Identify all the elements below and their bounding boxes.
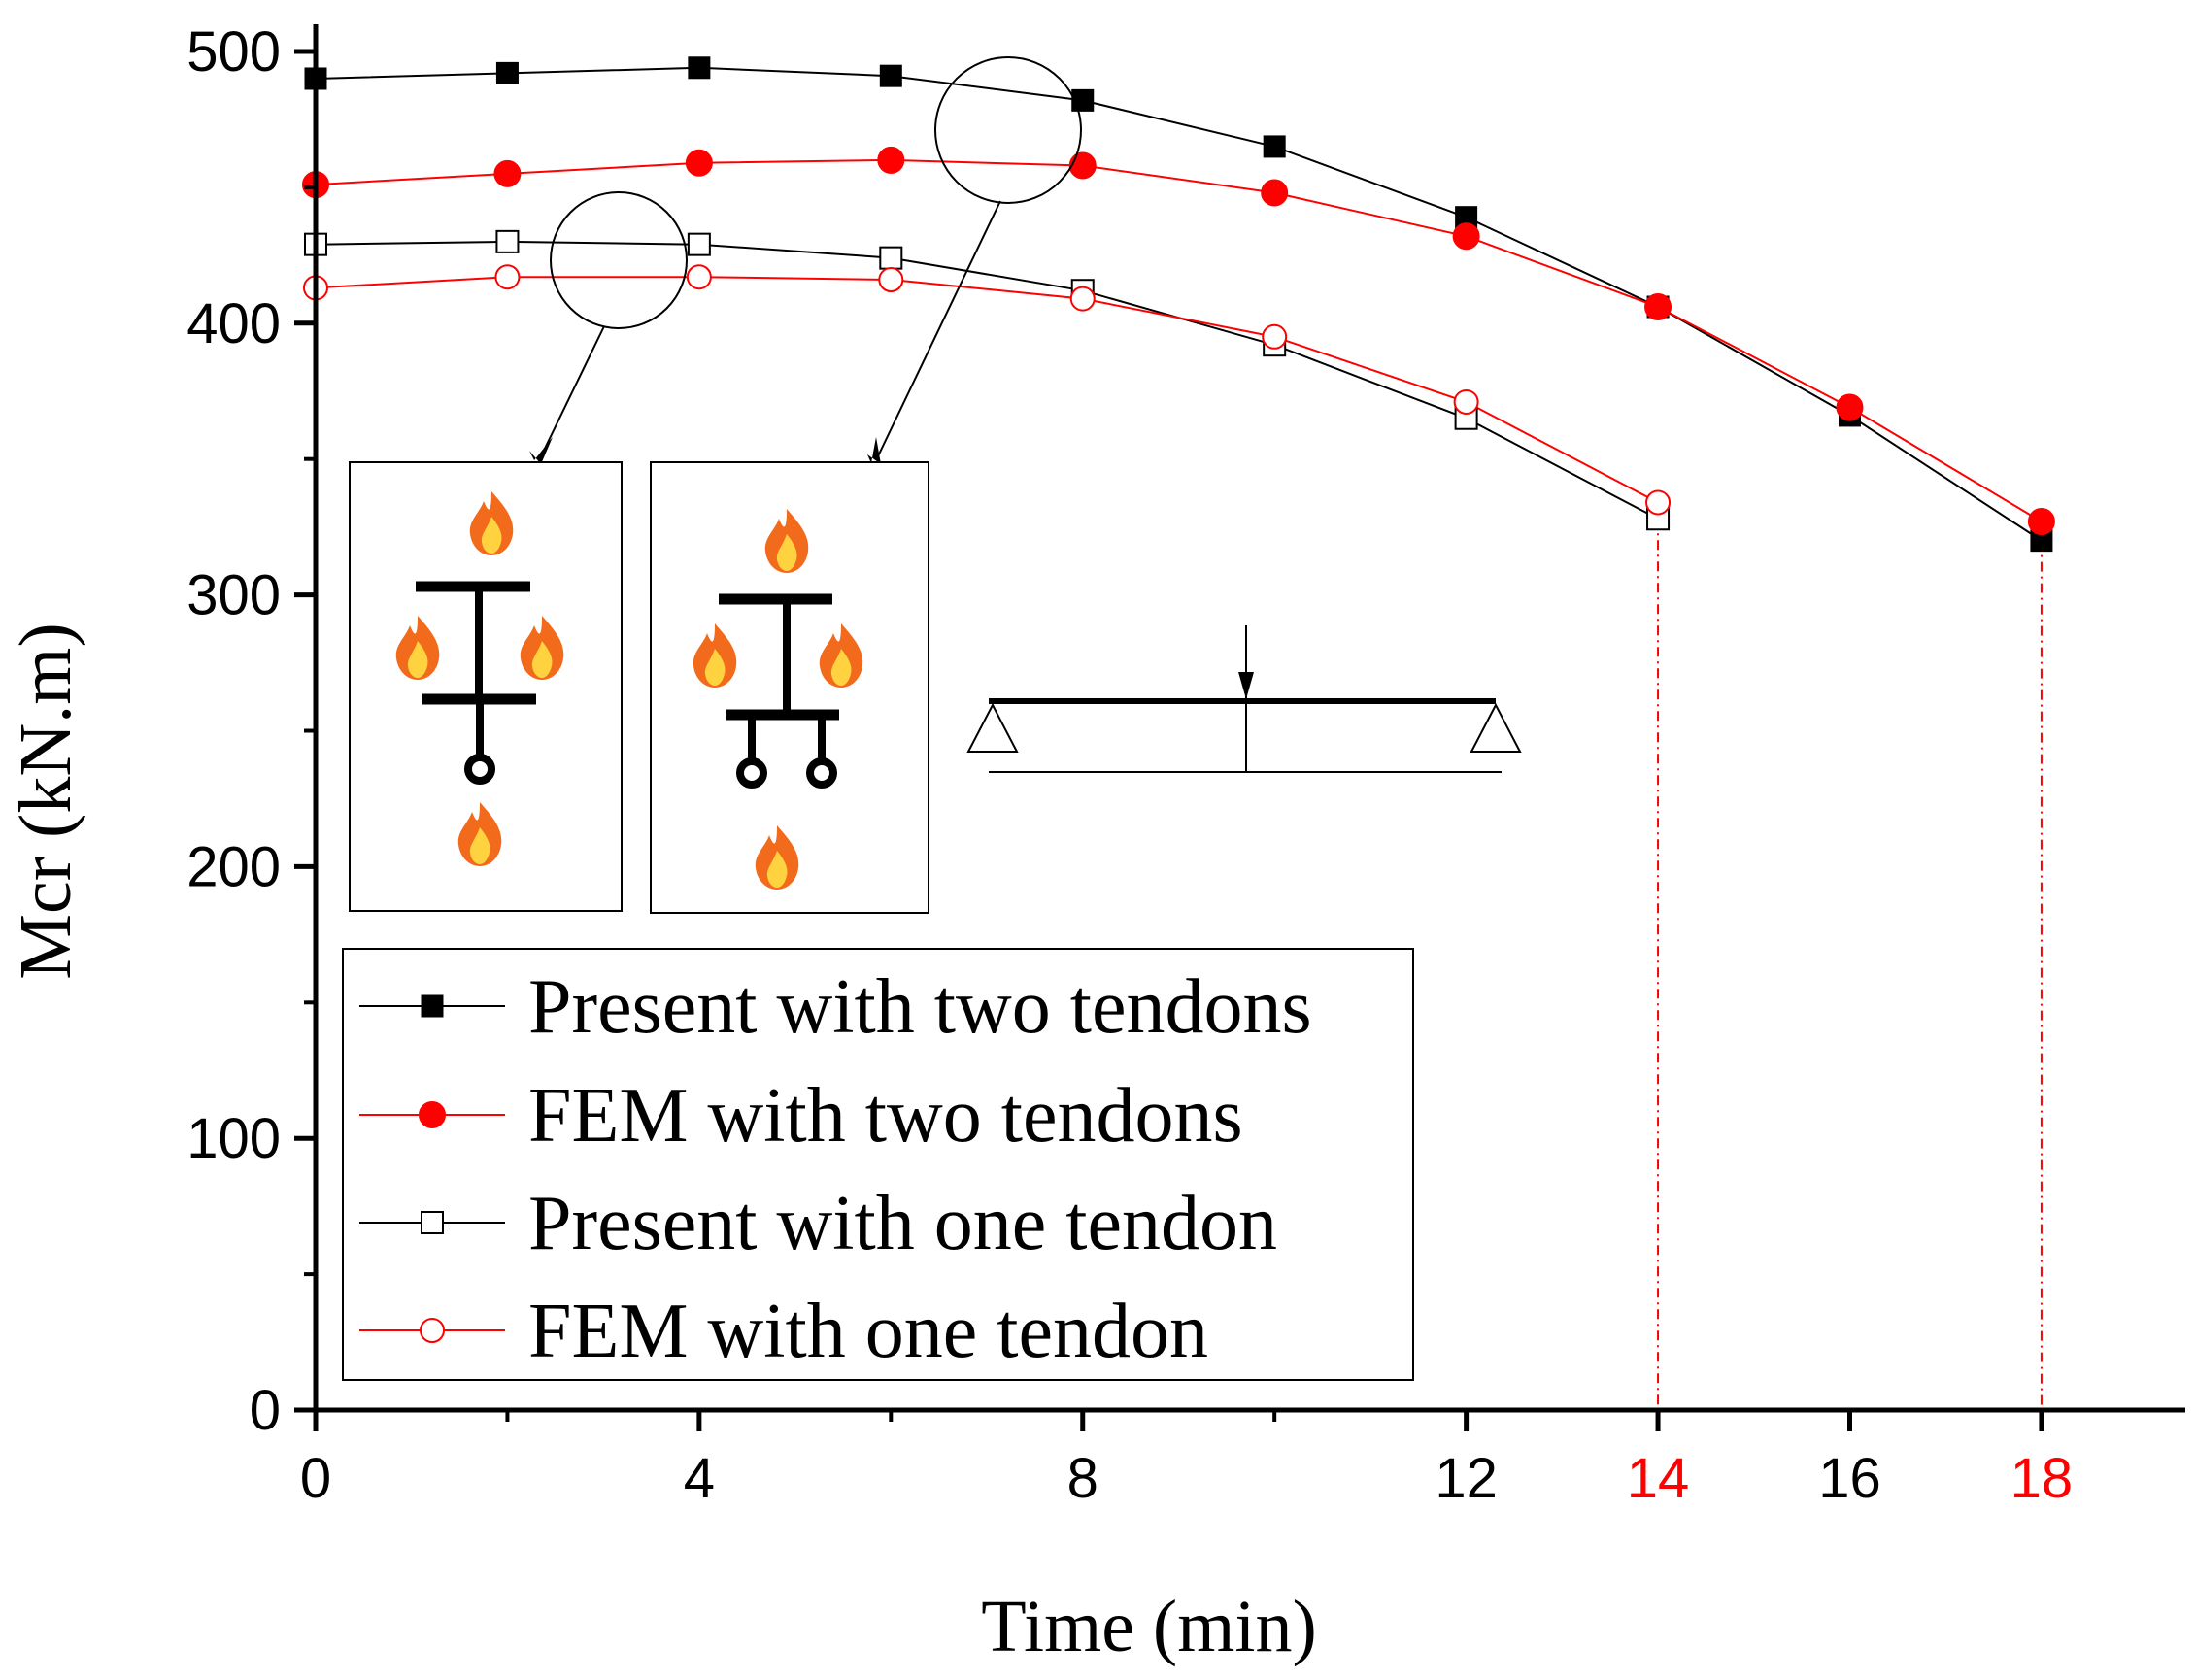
data-point (879, 64, 902, 87)
marker-layer (302, 56, 2055, 553)
legend-box (342, 948, 1414, 1381)
inset-beam-diagram (966, 625, 1522, 773)
data-point (2027, 508, 2055, 536)
data-point (420, 1318, 445, 1343)
data-point (1452, 222, 1480, 251)
data-point (493, 159, 522, 187)
x-axis-title: Time (min) (981, 1586, 1317, 1667)
data-point (688, 56, 711, 80)
callout-circle-one-tendon (550, 191, 688, 329)
data-point (421, 1211, 444, 1234)
data-point (495, 61, 519, 84)
data-point (1836, 393, 1864, 421)
tendon-icon (736, 757, 767, 789)
legend-label: FEM with one tendon (528, 1289, 1208, 1374)
left-support-icon (966, 702, 1019, 753)
data-point (686, 264, 712, 290)
callout-two-tendons (867, 56, 1082, 464)
callout-one-tendon (529, 191, 688, 464)
series-line-present-with-two-tendons (315, 66, 2043, 542)
series-line-fem-with-two-tendons (315, 158, 2043, 522)
y-axis-title: Mcr (kN.m) (5, 622, 86, 979)
data-point (421, 994, 444, 1018)
callout-arrow-one-tendon (539, 325, 605, 459)
data-point (494, 264, 521, 290)
load-arrow-icon (1238, 672, 1254, 699)
data-point (1068, 151, 1097, 180)
arrowhead-icon (867, 437, 881, 464)
series-line-fem-with-one-tendon (315, 276, 1659, 504)
x-tick-label: 8 (1067, 1447, 1098, 1510)
x-tick-label: 0 (300, 1447, 331, 1510)
data-point (1645, 489, 1672, 516)
tendon-icon (806, 757, 837, 789)
y-tick-label: 0 (250, 1379, 281, 1442)
data-point (1453, 388, 1479, 415)
y-tick-label: 400 (186, 292, 281, 355)
legend-label: FEM with two tendons (528, 1073, 1243, 1159)
data-point (687, 232, 711, 256)
inset-one-tendon-section (349, 461, 623, 912)
data-point (878, 267, 904, 293)
data-point (1644, 293, 1672, 321)
data-point (1261, 179, 1289, 207)
x-tick-label: 4 (684, 1447, 715, 1510)
x-tick-label: 18 (2010, 1447, 2074, 1510)
data-point (1069, 286, 1096, 312)
y-tick-label: 500 (186, 20, 281, 84)
callout-arrow-two-tendons (875, 200, 1001, 461)
callout-circle-two-tendons (934, 56, 1082, 204)
ticks: 0 100 200 300 400 500 0 4 8 12 14 16 18 (186, 20, 2073, 1510)
data-point (495, 229, 520, 253)
tendon-icon (464, 754, 495, 785)
series-layer (315, 66, 2043, 1410)
data-point (1263, 135, 1286, 158)
axes (313, 24, 2185, 1413)
right-support-icon (1470, 702, 1522, 753)
arrowhead-icon (529, 437, 553, 464)
x-tick-label: 12 (1435, 1447, 1498, 1510)
x-tick-label: 14 (1627, 1447, 1690, 1510)
data-point (1262, 323, 1288, 350)
series-line-present-with-one-tendon (315, 240, 1659, 521)
y-tick-label: 100 (186, 1107, 281, 1170)
inset-two-tendon-section (650, 461, 929, 914)
data-point (877, 146, 905, 174)
y-tick-label: 300 (186, 564, 281, 627)
x-tick-label: 16 (1818, 1447, 1881, 1510)
legend-label: Present with one tendon (528, 1181, 1277, 1266)
data-point (419, 1101, 446, 1128)
data-point (685, 149, 713, 177)
legend-label: Present with two tendons (528, 964, 1312, 1050)
data-point (879, 246, 903, 270)
y-tick-label: 200 (186, 835, 281, 898)
